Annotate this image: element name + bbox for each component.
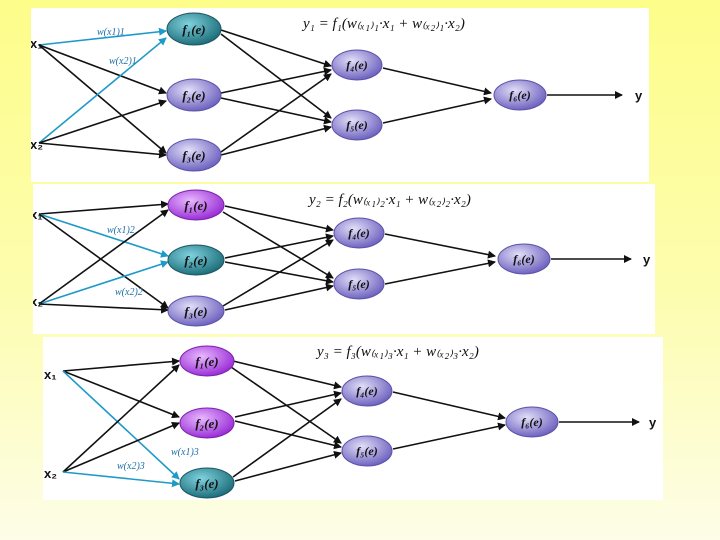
node-f2 bbox=[179, 407, 235, 439]
edge-x1-f3 bbox=[38, 44, 167, 154]
node-f1 bbox=[167, 189, 225, 221]
edge-f3-f5 bbox=[224, 283, 334, 311]
edge-x1-f3 bbox=[38, 213, 169, 309]
edge-f3-f4 bbox=[222, 239, 334, 307]
edge-x1-f1 bbox=[62, 357, 180, 372]
weight-x1-label: w(x1)3 bbox=[171, 447, 199, 458]
node-f5 bbox=[333, 268, 385, 300]
edge-f1-f4 bbox=[232, 360, 342, 390]
edge-f3-f4 bbox=[232, 398, 342, 478]
formula-y1: y₁ = f₁(w₍ₓ₁₎₁·x₁ + w₍ₓ₂₎₁·x₂) bbox=[301, 16, 465, 32]
node-f6 bbox=[505, 406, 559, 438]
edge-f5-f6 bbox=[392, 422, 506, 450]
output-y-label: y bbox=[649, 415, 657, 430]
edge-f3-f5 bbox=[220, 124, 332, 156]
formula-y3: y₃ = f₃(w₍ₓ₁₎₃·x₁ + w₍ₓ₂₎₃·x₂) bbox=[315, 344, 479, 360]
edge-f1-f4 bbox=[224, 205, 334, 233]
node-f6 bbox=[497, 243, 551, 275]
edge-x2-f1 bbox=[38, 37, 167, 144]
node-f4 bbox=[331, 49, 383, 81]
edge-x2-f1 bbox=[38, 209, 169, 305]
output-y-label: y bbox=[635, 88, 643, 103]
edge-f3-f5 bbox=[234, 450, 342, 482]
network-panel-3: f₁(e) f₂(e) f₃(e) f₄(e) f₅(e) f₆(e) x₁ x… bbox=[43, 337, 663, 500]
network-diagram-1: f₁(e) f₂(e) f₃(e) f₄(e) f₅(e) f₆(e) x₁ x… bbox=[31, 12, 643, 172]
edge-f2-f4 bbox=[220, 67, 332, 94]
network-diagram-3: f₁(e) f₂(e) f₃(e) f₄(e) f₅(e) f₆(e) x₁ x… bbox=[44, 344, 657, 499]
edge-f4-f6 bbox=[382, 67, 492, 96]
node-f3 bbox=[179, 467, 235, 499]
edge-f1-f5 bbox=[222, 211, 334, 279]
edge-x2-f1 bbox=[62, 364, 180, 473]
edge-f4-f6 bbox=[384, 233, 496, 259]
node-f3 bbox=[166, 138, 222, 172]
node-f4 bbox=[333, 217, 385, 249]
edge-x2-f2 bbox=[38, 99, 167, 144]
edge-f5-f6 bbox=[384, 259, 496, 285]
edge-f4-f6 bbox=[392, 391, 506, 421]
formula-y2: y₂ = f₂(w₍ₓ₁₎₂·x₁ + w₍ₓ₂₎₂·x₂) bbox=[307, 192, 471, 208]
edge-f1-f4 bbox=[220, 29, 332, 68]
node-f1 bbox=[179, 345, 235, 377]
edge-x2-f3 bbox=[62, 471, 180, 488]
edge-x1-f1 bbox=[38, 200, 169, 215]
edge-f2-f5 bbox=[220, 97, 332, 125]
output-y-label: y bbox=[643, 252, 651, 267]
node-f5 bbox=[341, 435, 393, 467]
edge-f1-f5 bbox=[220, 33, 332, 119]
input-x2-label: x₂ bbox=[44, 466, 57, 481]
node-f1 bbox=[166, 12, 222, 46]
edge-f2-f5 bbox=[234, 420, 342, 450]
input-x1-label: x₁ bbox=[44, 367, 57, 382]
input-x2-label: x₂ bbox=[31, 137, 43, 152]
edge-f2-f4 bbox=[224, 233, 334, 259]
edge-x1-f3 bbox=[62, 370, 180, 480]
node-f5 bbox=[331, 109, 383, 141]
edge-x1-f2 bbox=[62, 370, 180, 419]
edge-x1-f2 bbox=[38, 213, 169, 258]
node-f6 bbox=[493, 79, 547, 111]
weight-x2-label: w(x2)2 bbox=[115, 287, 143, 298]
network-panel-2: f₁(e) f₂(e) f₃(e) f₄(e) f₅(e) f₆(e) x₁ x… bbox=[33, 184, 655, 334]
node-f3 bbox=[167, 295, 225, 327]
node-f4 bbox=[341, 375, 393, 407]
edge-x2-f2 bbox=[38, 260, 169, 305]
edge-x2-f2 bbox=[62, 422, 180, 473]
network-panel-1: f₁(e) f₂(e) f₃(e) f₄(e) f₅(e) f₆(e) x₁ x… bbox=[31, 8, 649, 182]
edge-f5-f6 bbox=[382, 96, 492, 124]
weight-x2-label: w(x2)3 bbox=[117, 461, 145, 472]
node-f2 bbox=[167, 244, 225, 276]
edge-x1-f2 bbox=[38, 44, 167, 95]
node-f2 bbox=[166, 78, 222, 112]
edge-f2-f4 bbox=[234, 390, 342, 418]
input-x1-label: x₁ bbox=[31, 36, 43, 51]
edge-x2-f3 bbox=[38, 142, 167, 159]
edge-x2-f3 bbox=[38, 303, 169, 314]
edge-f3-f4 bbox=[220, 73, 332, 153]
network-diagram-2: f₁(e) f₂(e) f₃(e) f₄(e) f₅(e) f₆(e) x₁ x… bbox=[33, 189, 651, 327]
edge-x1-f1 bbox=[38, 27, 167, 46]
weight-x1-label: w(x1)2 bbox=[107, 225, 135, 236]
